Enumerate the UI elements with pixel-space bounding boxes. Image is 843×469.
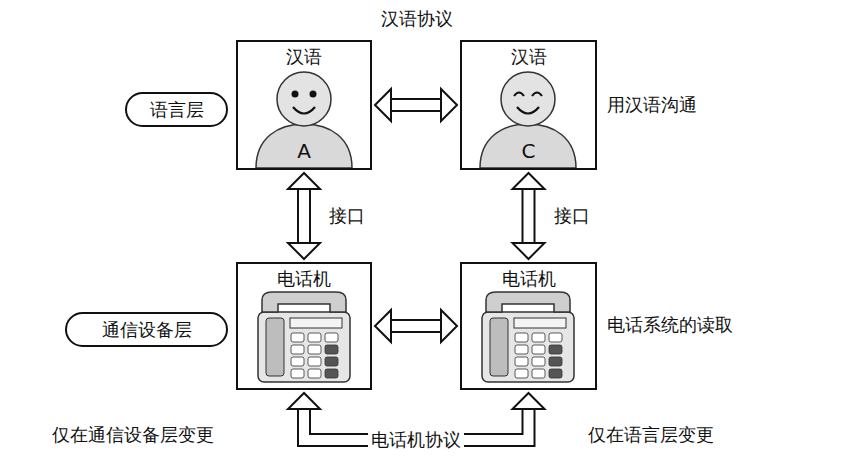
layer-note: 用汉语沟通 xyxy=(607,94,697,116)
change-note: 仅在通信设备层变更 xyxy=(52,424,214,446)
telephone-right xyxy=(482,292,574,382)
layer-note: 电话系统的读取 xyxy=(607,314,733,336)
person-c xyxy=(480,72,576,168)
person-box: 汉语 C xyxy=(460,40,597,170)
protocol-name: 汉语协议 xyxy=(381,8,453,30)
interface-arrow xyxy=(288,173,320,259)
layer-tag: 通信设备层 xyxy=(65,312,228,347)
person-box: 汉语 A xyxy=(236,40,372,170)
interface-arrow xyxy=(513,173,545,259)
change-note: 仅在语言层变更 xyxy=(588,424,714,446)
box-heading: 汉语 xyxy=(511,46,547,68)
box-heading: 汉语 xyxy=(286,46,322,68)
device-box: 电话机 xyxy=(236,262,372,390)
edge-label: 接口 xyxy=(326,205,368,227)
device-box: 电话机 xyxy=(460,262,597,390)
person-letter: A xyxy=(297,140,311,162)
box-heading: 电话机 xyxy=(277,268,331,290)
telephone-left xyxy=(258,292,350,382)
person-letter: C xyxy=(522,140,536,162)
edge-label: 电话机协议 xyxy=(368,429,464,451)
layer-tag: 语言层 xyxy=(125,92,228,127)
person-a xyxy=(256,72,352,168)
edge-label: 接口 xyxy=(551,205,593,227)
layer-name: 语言层 xyxy=(150,99,204,121)
layer-name: 通信设备层 xyxy=(102,319,192,341)
protocol-arrow xyxy=(375,89,457,121)
protocol-arrow xyxy=(375,310,457,342)
box-heading: 电话机 xyxy=(502,268,556,290)
